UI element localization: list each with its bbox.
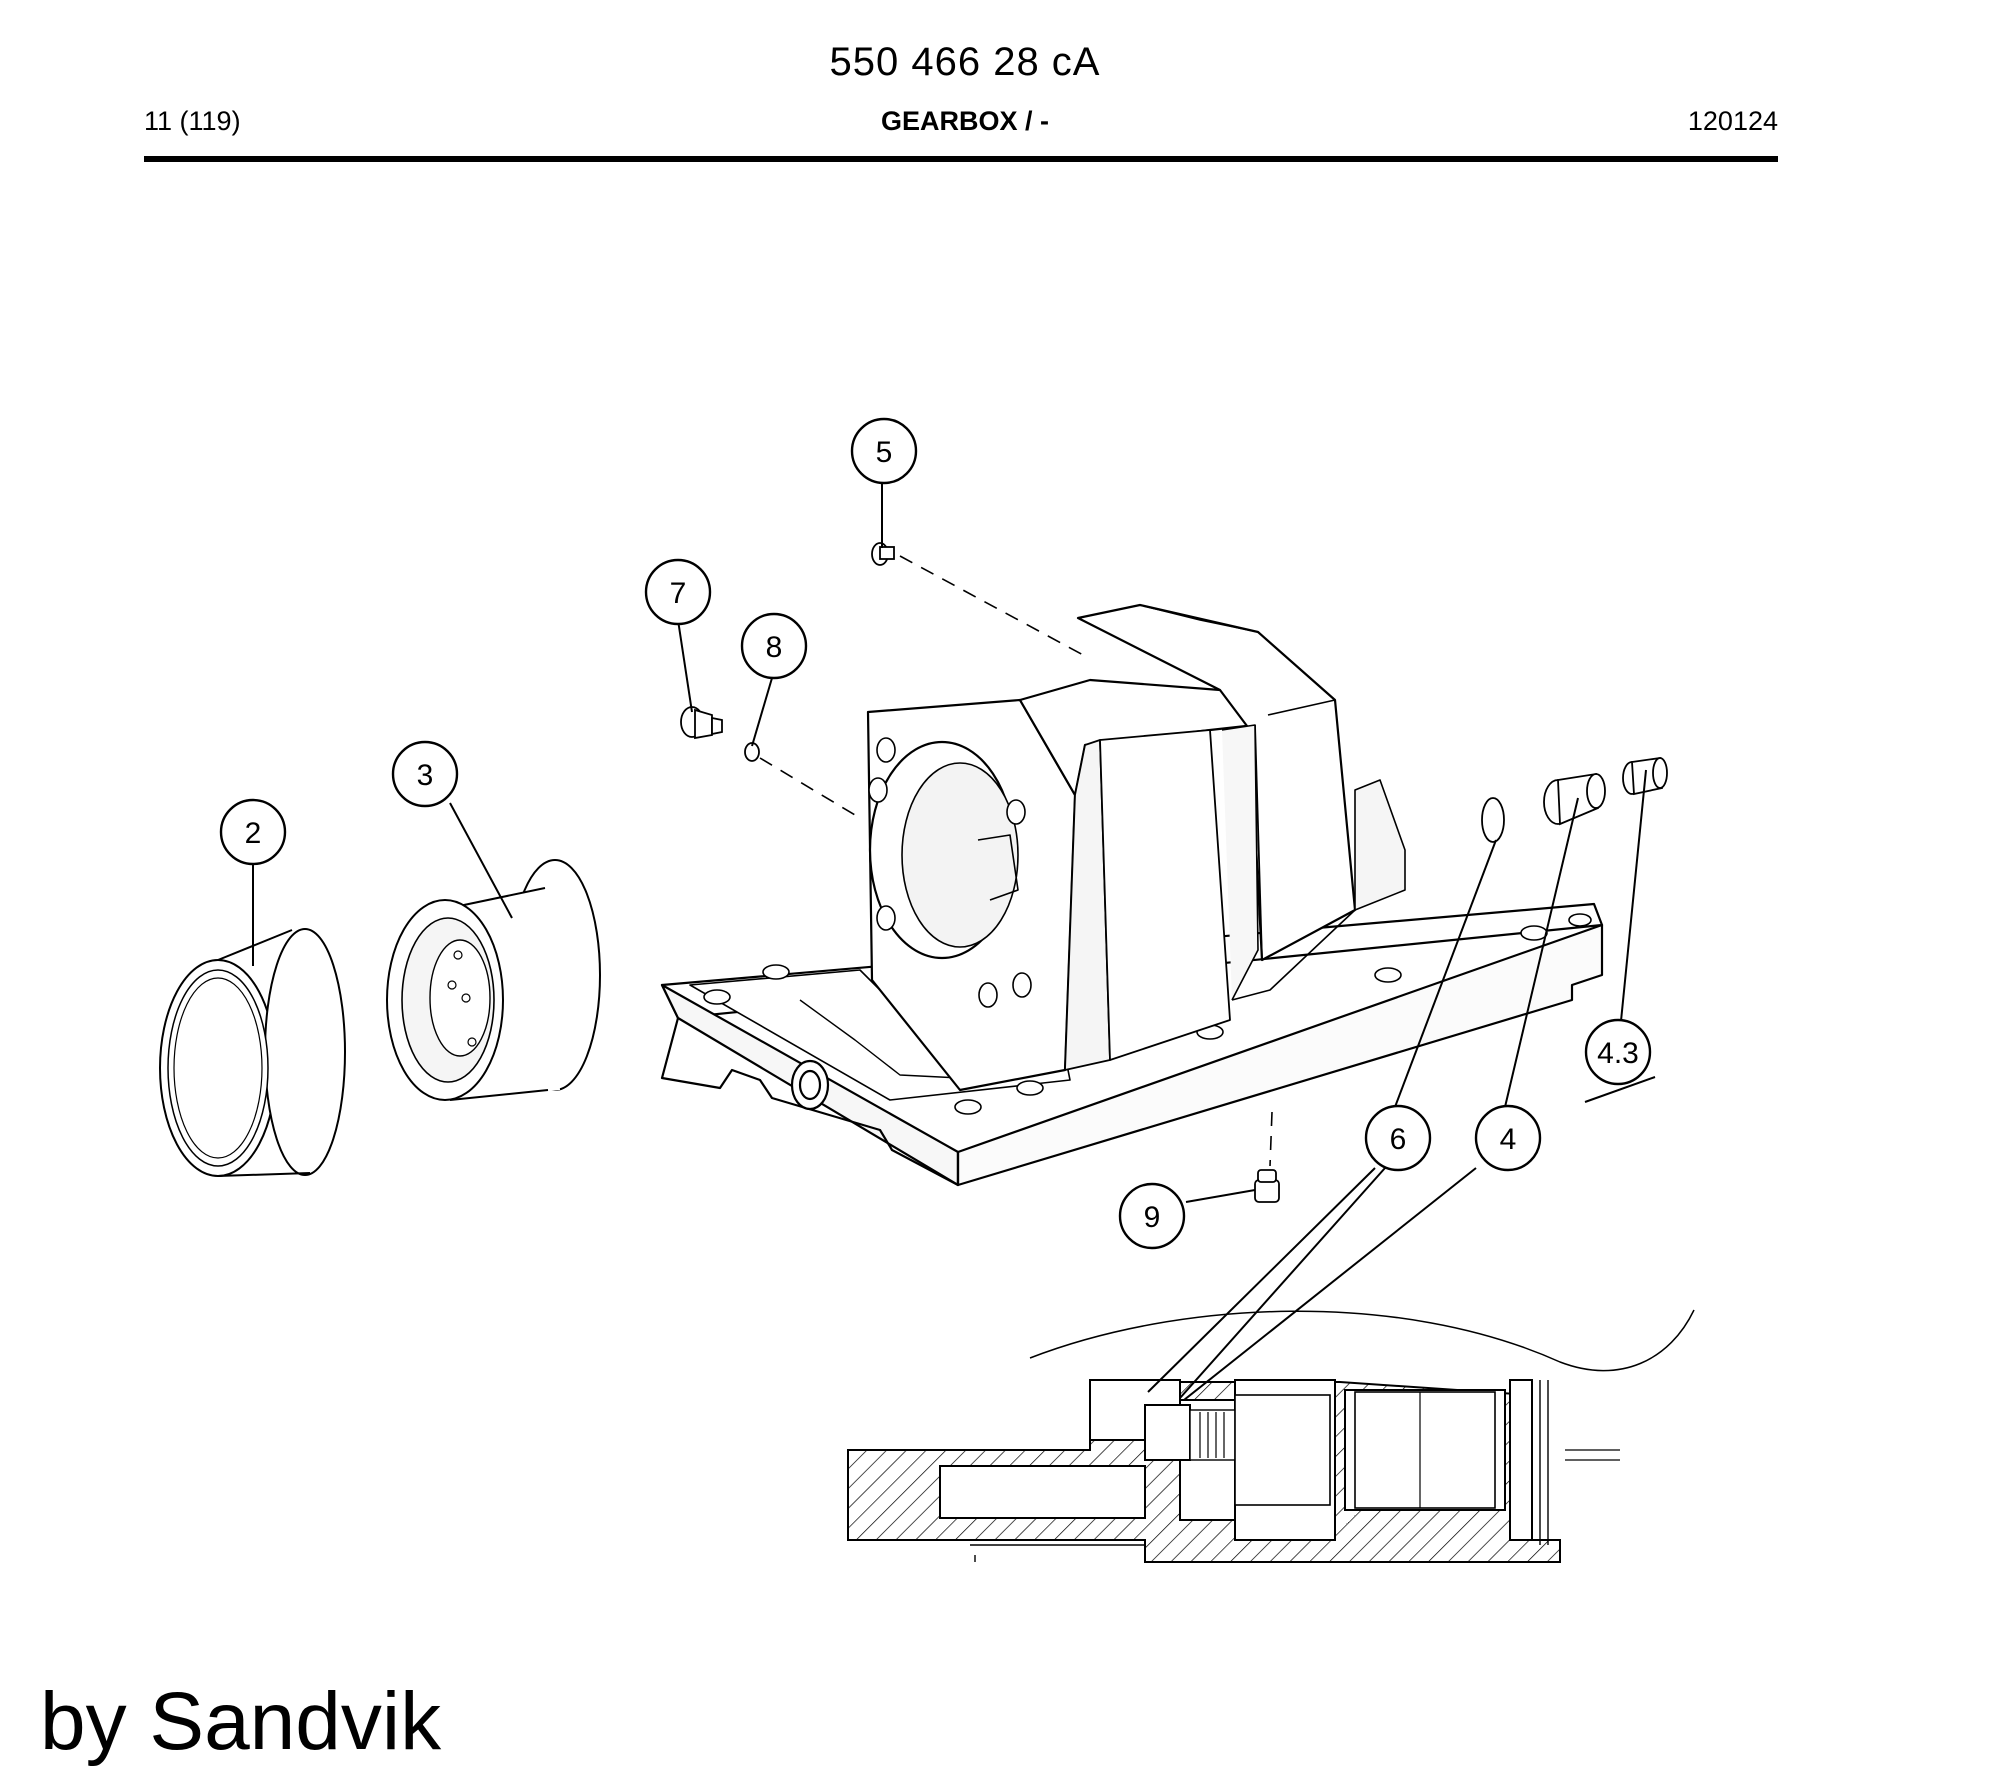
callout-6-label: 6 bbox=[1390, 1123, 1407, 1156]
document-number: 550 466 28 cA bbox=[829, 40, 1101, 84]
callout-2: 2 bbox=[219, 798, 287, 866]
callouts: 2 3 4 4.3 5 6 7 8 bbox=[219, 417, 1652, 1250]
header-rule bbox=[144, 156, 1778, 162]
part-2-sleeve bbox=[159, 928, 346, 1177]
callout-7-label: 7 bbox=[670, 577, 687, 610]
leader-lines bbox=[252, 483, 1656, 1401]
callout-2-label: 2 bbox=[245, 817, 262, 850]
callout-4-3-label: 4.3 bbox=[1597, 1037, 1639, 1070]
callout-5: 5 bbox=[850, 417, 918, 485]
page-info: 11 (119) bbox=[144, 106, 241, 136]
callout-3-label: 3 bbox=[417, 759, 434, 792]
callout-4: 4 bbox=[1474, 1104, 1542, 1172]
callout-5-label: 5 bbox=[876, 436, 893, 469]
callout-9-label: 9 bbox=[1144, 1201, 1161, 1234]
credit-text: by Sandvik bbox=[40, 1676, 442, 1767]
callout-3: 3 bbox=[391, 740, 459, 808]
small-parts bbox=[680, 542, 1668, 1203]
part-3-bearing-housing bbox=[386, 859, 601, 1101]
callout-7: 7 bbox=[644, 558, 712, 626]
callout-4-3: 4.3 bbox=[1584, 1018, 1652, 1086]
section-view bbox=[847, 1309, 1695, 1563]
assembly-lines bbox=[759, 555, 1273, 1167]
date-code: 120124 bbox=[1687, 106, 1778, 136]
section-title: GEARBOX / - bbox=[880, 106, 1049, 136]
callout-8-label: 8 bbox=[766, 631, 783, 664]
gearbox-housing bbox=[660, 603, 1604, 1187]
callout-4-label: 4 bbox=[1500, 1123, 1517, 1156]
callout-8: 8 bbox=[740, 612, 808, 680]
callout-9: 9 bbox=[1118, 1182, 1186, 1250]
callout-6: 6 bbox=[1364, 1104, 1432, 1172]
